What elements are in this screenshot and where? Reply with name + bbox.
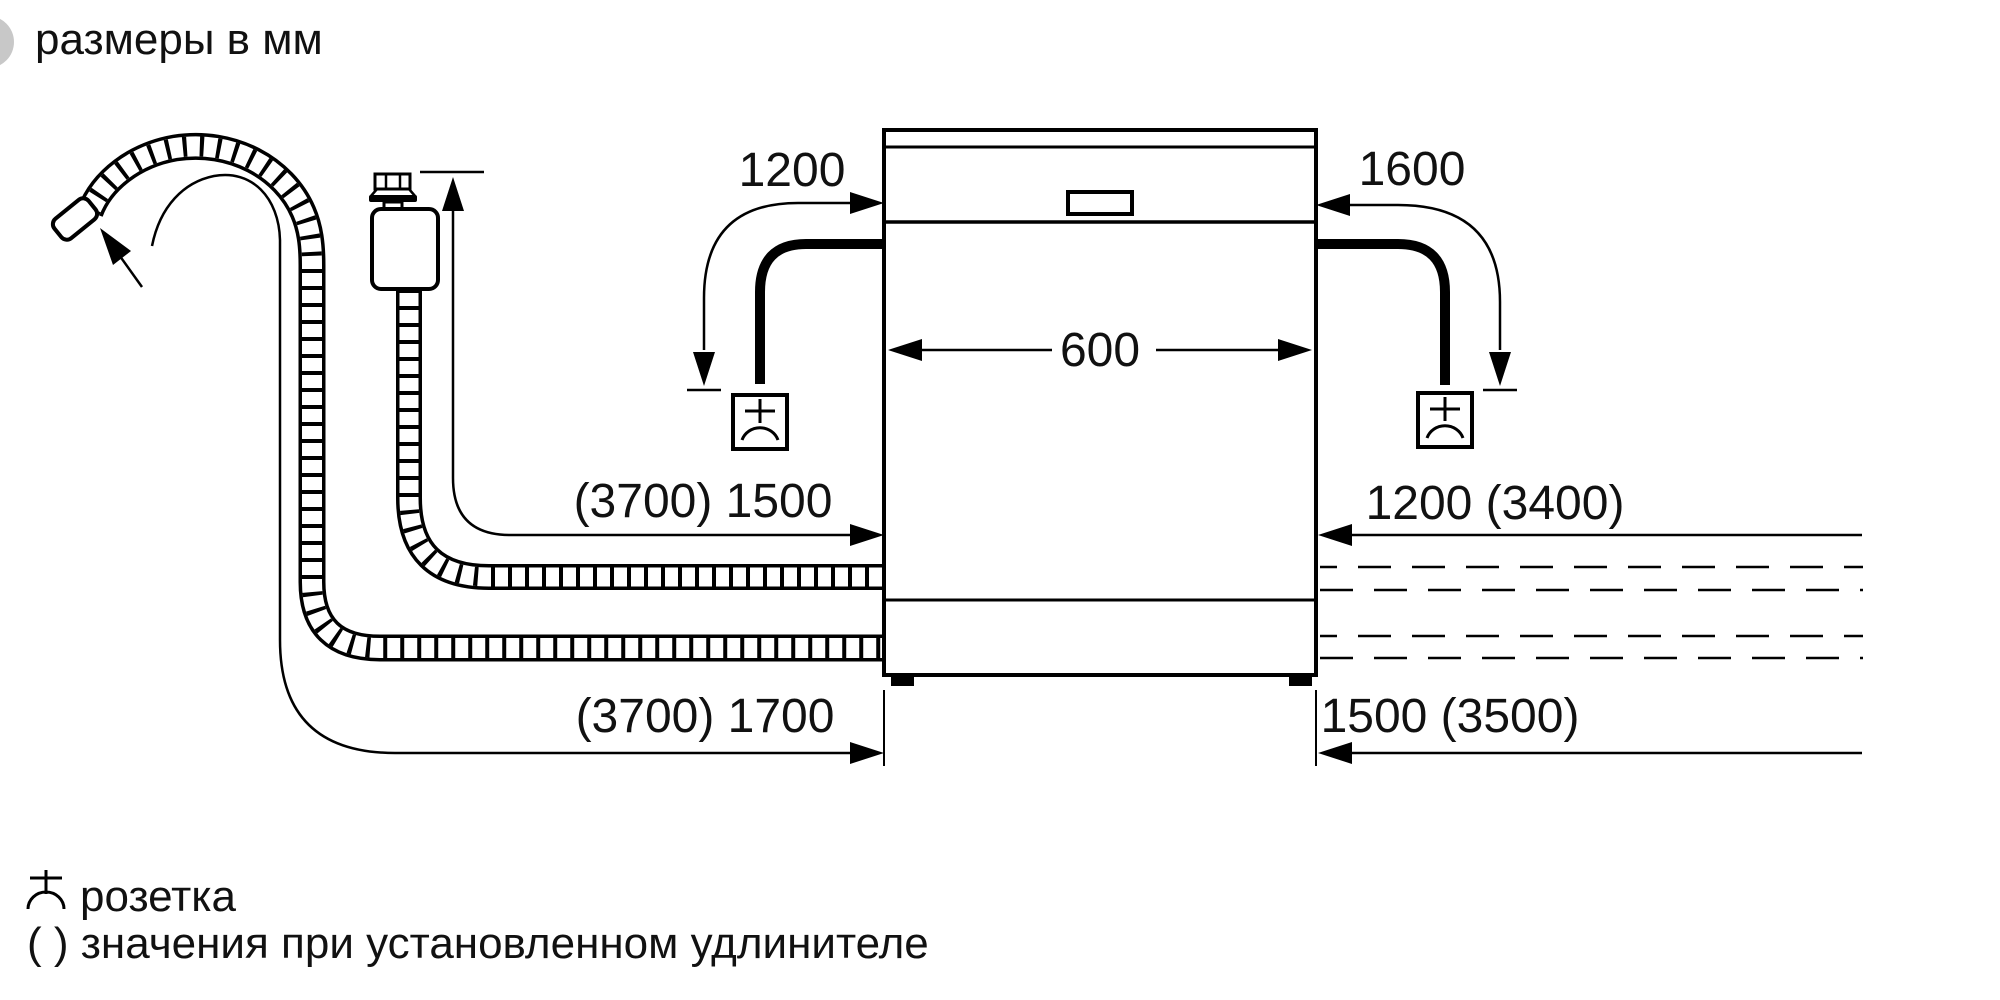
dim-1600-cable-right <box>1316 194 1517 392</box>
arrowhead-down <box>693 352 715 386</box>
supply-hose <box>396 289 884 590</box>
legend-parentheses-note: ( ) значения при установленном удлинител… <box>27 919 929 968</box>
power-cable-right <box>1316 239 1450 385</box>
dim-label-supply: (3700) 1500 <box>573 475 833 528</box>
extension-lines <box>883 690 1317 766</box>
arrowhead-right <box>1278 339 1312 361</box>
dim-label-drain: (3700) 1700 <box>575 690 835 743</box>
socket-icon-right <box>1416 391 1474 449</box>
arrowhead <box>850 192 884 214</box>
arrowhead-down <box>1489 352 1511 386</box>
dim-right-bottom <box>1318 742 1862 764</box>
dim-drain-hose <box>100 173 884 764</box>
arrowhead-up <box>442 177 464 211</box>
arrowhead-to-fitting <box>100 228 131 265</box>
dim-label-1600: 1600 <box>1358 143 1466 196</box>
dim-label-right-bottom: 1500 (3500) <box>1320 690 1580 743</box>
foot-right <box>1289 675 1312 686</box>
units-note: размеры в мм <box>35 15 323 64</box>
dishwasher <box>882 128 1318 686</box>
drain-hose <box>50 132 884 662</box>
dim-1200-cable-left <box>687 192 884 392</box>
arrowhead-left <box>1318 524 1352 546</box>
control-panel-handle <box>1066 190 1134 216</box>
dim-supply-hose <box>420 170 884 546</box>
dashed-hose-lines <box>1320 565 1863 660</box>
dim-label-600: 600 <box>1059 324 1141 377</box>
power-cable-left <box>755 239 884 384</box>
foot-left <box>891 675 914 686</box>
arrowhead-right <box>850 742 884 764</box>
cropped-artifact <box>0 18 14 66</box>
legend-socket-icon <box>26 870 66 910</box>
aquastop-valve <box>369 172 440 291</box>
drain-hose-end-fitting <box>50 196 100 242</box>
dim-label-right-top: 1200 (3400) <box>1365 477 1625 530</box>
arrowhead-left <box>888 339 922 361</box>
arrowhead-left <box>1318 742 1352 764</box>
legend-socket-label: розетка <box>80 872 236 921</box>
arrowhead <box>1316 194 1350 216</box>
dim-600 <box>888 339 1312 361</box>
arrowhead-right <box>850 524 884 546</box>
dim-label-1200: 1200 <box>738 144 846 197</box>
dim-right-top <box>1318 524 1862 546</box>
socket-icon-left <box>731 393 789 451</box>
